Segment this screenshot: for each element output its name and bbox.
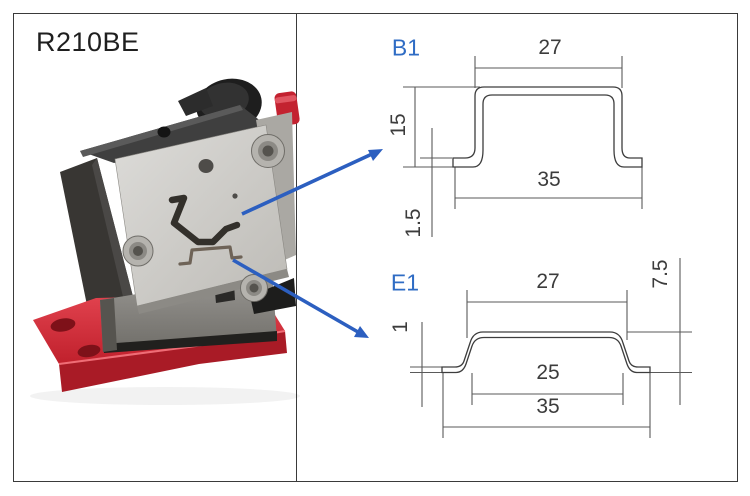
b1-rail-section [452, 86, 643, 168]
plate-pin-hole [232, 193, 238, 199]
die-slot-e1 [178, 245, 243, 266]
panel-divider [296, 13, 297, 481]
die-slot-b1 [168, 194, 241, 246]
e1-profile-drawing [410, 258, 692, 438]
die-plate [114, 124, 289, 314]
hex-screw [240, 274, 268, 302]
support-wedge [60, 158, 137, 330]
model-label: R210BE [36, 27, 140, 57]
hex-screw [122, 235, 154, 267]
tool-photo [30, 78, 300, 405]
b1-dim-thickness: 1.5 [402, 208, 425, 238]
clamp-bar [80, 105, 267, 163]
e1-dim-thickness: 1 [389, 321, 412, 333]
b1-profile-drawing [403, 56, 643, 237]
callout-arrow-to-b1 [241, 149, 383, 216]
mount-hole [50, 318, 76, 332]
mechanism-part [250, 278, 296, 314]
e1-dim-bottom-width: 35 [536, 395, 560, 418]
support-wedge-edge [92, 158, 137, 318]
e1-dim-height: 7.5 [649, 259, 672, 289]
plate-hole [198, 159, 214, 173]
e1-dim-inner-width: 25 [536, 361, 560, 384]
cam-lever [178, 88, 213, 116]
mount-hole [77, 344, 101, 358]
clamp-bar-hole [157, 126, 171, 138]
e1-rail-section [441, 331, 651, 374]
b1-dim-height: 15 [387, 113, 410, 137]
tool-shadow [30, 387, 300, 405]
e1-dim-top-width: 27 [536, 270, 560, 293]
e1-series-label: E1 [390, 269, 420, 296]
b1-dim-top-width: 27 [538, 36, 562, 59]
b1-dim-bottom-width: 35 [537, 168, 561, 191]
b1-series-label: B1 [391, 34, 421, 61]
hex-screw [251, 134, 285, 168]
callout-arrow-to-e1 [232, 258, 369, 338]
